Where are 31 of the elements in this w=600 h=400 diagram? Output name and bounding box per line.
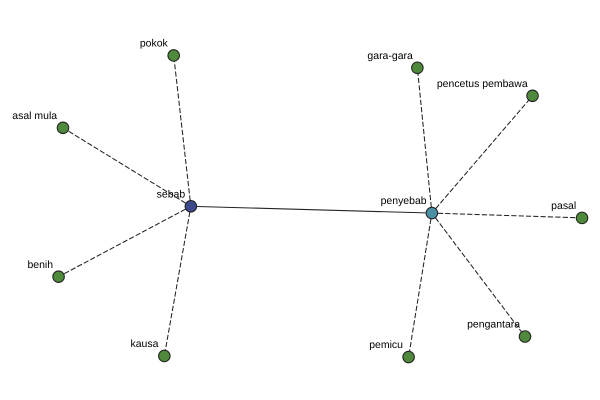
node-label: pencetus pembawa	[436, 78, 528, 90]
connector	[68, 130, 186, 204]
connector	[435, 216, 522, 332]
node-circle	[184, 200, 198, 212]
node-circle	[56, 121, 70, 134]
connector	[164, 211, 190, 350]
node-circle	[52, 270, 65, 282]
node-circle	[526, 89, 539, 102]
node-label: penyebab	[380, 196, 427, 207]
connector	[417, 73, 432, 207]
node-circle	[576, 211, 588, 224]
connector	[196, 205, 426, 213]
node-circle	[426, 206, 438, 219]
node-label: pasal	[551, 200, 576, 212]
node-circle	[518, 330, 532, 342]
node-circle	[402, 350, 415, 363]
node-circle	[158, 349, 171, 362]
connector	[438, 212, 576, 218]
node-label: asal mula	[12, 110, 58, 122]
connector	[435, 99, 530, 208]
node-label: sebab	[156, 188, 186, 200]
connector	[64, 208, 186, 274]
node-label: benih	[27, 259, 54, 270]
node-label: pokok	[140, 38, 168, 50]
connector	[409, 218, 432, 351]
connector	[174, 60, 191, 200]
node-circle	[167, 48, 180, 62]
node-label: gara-gara	[367, 50, 413, 62]
node-label: pemicu	[369, 340, 403, 351]
node-label: kausa	[130, 338, 158, 350]
node-circle	[411, 61, 424, 74]
